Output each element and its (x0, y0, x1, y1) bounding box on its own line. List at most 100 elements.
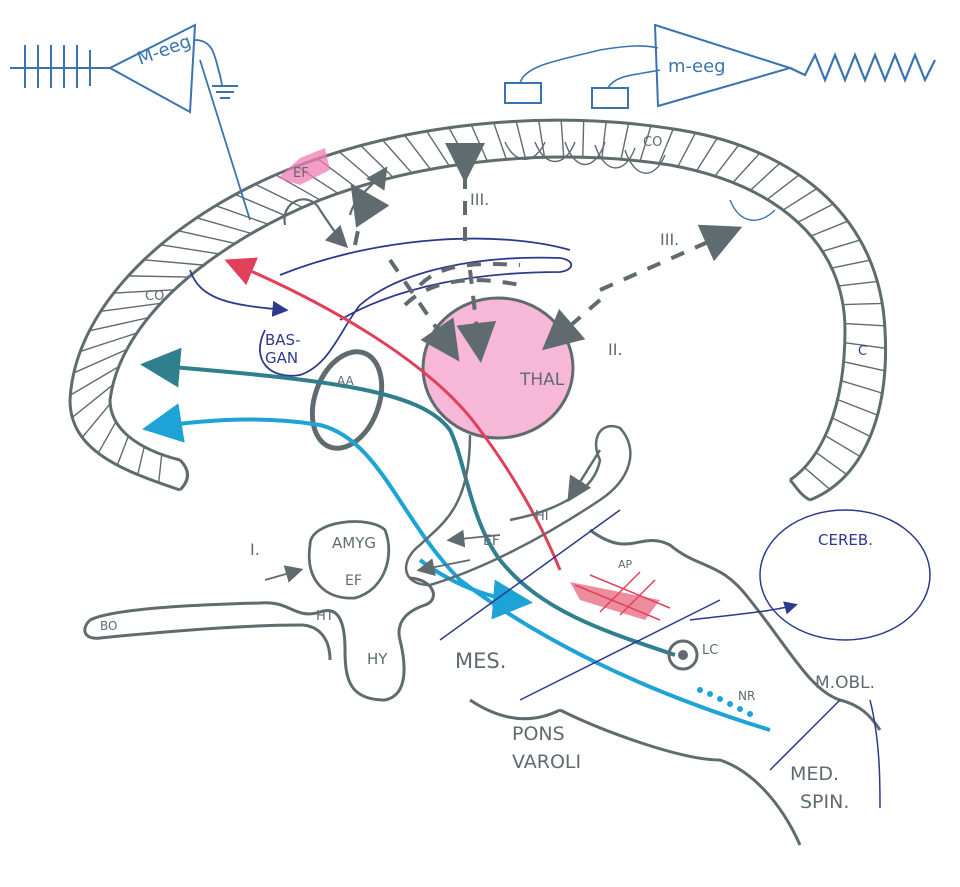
brainstem-outline (83, 528, 882, 846)
label-lc: LC (702, 643, 718, 658)
label-med-spin: MED.SPIN. (790, 763, 849, 813)
cortex-segment-tick (837, 398, 878, 416)
cortex-segment-tick (815, 451, 847, 476)
ap-hatch-lines (574, 571, 671, 621)
label-m-obl: M.OBL. (815, 673, 875, 693)
label-ht: HT (316, 609, 334, 624)
cortex-segment-tick (639, 125, 652, 162)
cortical-local-loops (504, 141, 776, 221)
cortex-segment-tick (470, 124, 488, 162)
aa-ring (309, 349, 385, 451)
cortex-segment-tick (560, 120, 565, 158)
cortex-segment-tick (360, 145, 394, 178)
cortex-segment-tick (844, 322, 885, 327)
label-co-left: CO (145, 289, 164, 304)
cortex-segment-tick (582, 120, 585, 158)
label-eeg-left: M-eeg (135, 31, 194, 70)
cortex-segment-tick (695, 137, 718, 172)
cortex-segment-tick (803, 467, 831, 490)
cortex-segment-tick (69, 366, 120, 396)
cortex-segment-tick (404, 134, 432, 170)
cortex-segment-tick (822, 239, 861, 253)
ef-cortex-patch (278, 148, 330, 185)
region-lines (439, 509, 931, 809)
cortex-segment-tick (160, 244, 220, 255)
basal-ganglia-loop (189, 237, 573, 377)
cortex-segment-tick (448, 127, 469, 164)
label-ef-amyg: EF (345, 573, 362, 589)
cortex-segment-tick (493, 122, 508, 160)
label-thal: THAL (519, 370, 565, 390)
hippocampus (404, 425, 632, 587)
cortex-segment-tick (842, 302, 883, 306)
cortex-segment-tick (254, 183, 303, 209)
label-co-right: C (858, 344, 867, 359)
label-route-iii-top: III. (470, 190, 489, 209)
cortex-segment-tick (338, 151, 376, 183)
cortex-segment-tick (215, 205, 269, 225)
thalamus (421, 296, 575, 440)
lc-nucleus (667, 639, 699, 671)
eeg-left-amplifier (10, 23, 251, 221)
nr-dots (697, 687, 753, 717)
label-route-i: I. (250, 540, 260, 559)
label-amyg: AMYG (332, 534, 376, 552)
route-dashes (350, 143, 743, 363)
label-cereb: CEREB. (818, 531, 873, 549)
cortex-segment-tick (677, 132, 697, 167)
cortex-segment-tick (113, 289, 175, 294)
cortex-segment-tick (89, 317, 149, 332)
cortex-segment-tick (749, 162, 781, 191)
cortex-segment-tick (658, 128, 674, 164)
cortex-segment-tick (824, 435, 861, 458)
label-co-top: CO (643, 135, 662, 150)
label-hi: HI (535, 509, 549, 524)
cortex-segment-tick (137, 446, 145, 475)
cortex-segment-tick (841, 380, 883, 394)
cortex-segment-tick (797, 203, 834, 223)
cortex-segment-tick (810, 220, 849, 237)
cortex-segment-tick (714, 144, 740, 177)
cortex-segment-tick (71, 384, 114, 418)
cortex-segment-tick (766, 174, 800, 201)
cortex-segment-tick (601, 121, 607, 159)
label-ef-top: EF (293, 166, 309, 181)
label-nr: NR (738, 689, 755, 703)
cortex-segment-tick (73, 348, 128, 374)
teal-pathway (140, 347, 676, 657)
cortex-segment-tick (128, 275, 189, 278)
cortex-segment-tick (831, 259, 871, 269)
cortex-segment-tick (620, 123, 630, 160)
label-eeg-right: m-eeg (668, 56, 726, 77)
label-aa: AA (337, 374, 355, 388)
cortex-segment-tick (537, 120, 546, 158)
label-ap: AP (618, 558, 633, 571)
cortex-segment-tick (843, 361, 885, 372)
cortex-segment-tick (116, 435, 130, 466)
cortex-segment-tick (732, 152, 761, 184)
cortex-segment-tick (196, 217, 252, 235)
label-hy: HY (367, 650, 388, 668)
cortex-band (68, 118, 888, 502)
cortex-segment-tick (782, 187, 818, 211)
cortex-segment-tick (426, 130, 450, 167)
eeg-right-amplifier (504, 23, 936, 109)
label-ef-mid: EF (483, 533, 500, 549)
cortex-segment-tick (100, 302, 161, 313)
cortex-segment-tick (515, 121, 527, 159)
cortex-segment-tick (158, 454, 163, 483)
cortex-segment-tick (178, 230, 236, 245)
cortex-segment-tick (844, 341, 886, 349)
ef-top-loops (283, 166, 388, 249)
amygdala (307, 520, 391, 600)
label-route-iii-right: III. (660, 230, 679, 249)
label-route-ii: II. (608, 340, 623, 359)
cortex-segment-tick (143, 259, 204, 266)
label-bo: BO (100, 619, 117, 633)
label-bas-gan: BAS-GAN (265, 331, 301, 367)
cortex-segment-tick (831, 417, 871, 438)
cortex-segment-tick (97, 421, 117, 454)
cortex-segment-tick (838, 280, 878, 287)
